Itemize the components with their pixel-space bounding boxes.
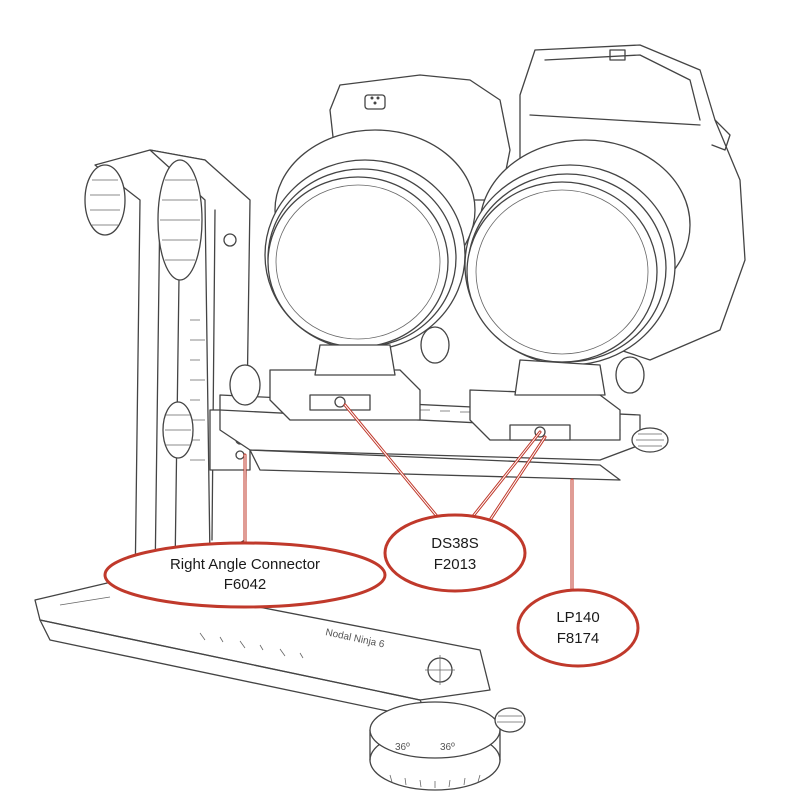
ds38s-clamp-right <box>469 356 645 441</box>
leader-lines <box>243 403 574 597</box>
callout-ds38s: DS38S F2013 <box>383 513 527 593</box>
base-mark-right: 36º <box>440 742 455 753</box>
vertical-arm <box>84 149 251 601</box>
ds38s-clamp-left <box>229 326 450 421</box>
callout-ds38s-code: F2013 <box>434 556 477 573</box>
left-lens <box>264 129 476 351</box>
callout-right-angle-connector-code: F6042 <box>224 576 267 593</box>
callout-ds38s-name: DS38S <box>431 535 479 552</box>
callout-lp140-name: LP140 <box>556 609 599 626</box>
callout-lp140-code: F8174 <box>557 630 600 647</box>
callout-right-angle-connector-name: Right Angle Connector <box>170 556 320 573</box>
right-lens <box>464 139 691 366</box>
callout-lp140: LP140 F8174 <box>516 588 640 668</box>
callout-right-angle-connector: Right Angle Connector F6042 <box>103 541 387 609</box>
rotator-base: 36º 36º <box>369 701 526 791</box>
base-mark-left: 36º <box>395 742 410 753</box>
